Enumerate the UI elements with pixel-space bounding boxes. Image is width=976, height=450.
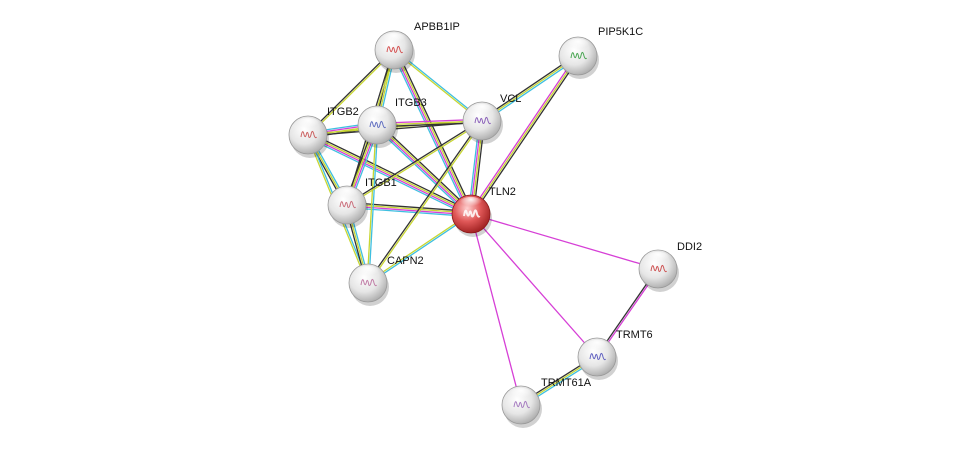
node-label: APBB1IP (414, 21, 460, 33)
edge-line-yellow (308, 50, 396, 137)
edge-line-black (366, 120, 482, 283)
edge-line-magenta (375, 125, 471, 216)
edge-line-magenta (307, 135, 471, 216)
edge-line-magenta (470, 213, 522, 406)
edge-line-black (308, 132, 473, 213)
node-highlight (382, 32, 406, 47)
edge-line-black (378, 122, 474, 213)
node-trmt61a[interactable]: TRMT61A (501, 377, 592, 428)
edge-line-cyan (306, 136, 471, 217)
edge-TLN2-CAPN2 (367, 212, 472, 285)
node-highlight (365, 107, 389, 122)
edge-TLN2-TRMT61A (470, 213, 522, 406)
node-apbb1ip[interactable]: APBB1IP (374, 21, 460, 73)
edge-line-black (347, 201, 472, 213)
node-label: DDI2 (677, 241, 702, 253)
node-vcl[interactable]: VCL (462, 93, 521, 144)
edge-line-black (306, 48, 394, 135)
edge-line-yellow (347, 121, 483, 207)
edge-line-black (395, 48, 474, 214)
node-tln2[interactable]: TLN2 (451, 186, 516, 237)
node-highlight (470, 103, 494, 118)
protein-structure-icon (339, 200, 357, 209)
protein-structure-icon (360, 278, 378, 287)
edge-line-yellow (394, 49, 473, 214)
node-highlight (585, 339, 609, 354)
edge-VCL-ITGB1 (346, 119, 483, 207)
edge-line-cyan (346, 206, 471, 218)
edge-line-yellow (347, 203, 472, 214)
node-label: TRMT61A (541, 377, 592, 389)
protein-structure-icon (386, 45, 404, 54)
edge-line-yellow (308, 133, 472, 214)
node-ddi2[interactable]: DDI2 (638, 241, 702, 292)
edge-TLN2-ITGB1 (346, 201, 472, 218)
node-highlight (509, 387, 533, 402)
node-capn2[interactable]: CAPN2 (348, 255, 424, 306)
edge-TLN2-ITGB2 (306, 132, 473, 217)
node-label: VCL (500, 93, 521, 105)
edge-line-cyan (374, 126, 470, 217)
protein-structure-icon (474, 116, 492, 125)
edge-APBB1IP-ITGB2 (306, 48, 396, 137)
node-highlight (356, 265, 380, 280)
protein-structure-icon (463, 209, 481, 218)
edge-line-magenta (346, 205, 471, 216)
edge-line-yellow (470, 55, 579, 215)
edge-line-yellow (368, 121, 484, 284)
protein-structure-icon (513, 400, 531, 409)
edge-line-magenta (470, 213, 659, 270)
node-highlight (296, 117, 320, 132)
edge-TLN2-ITGB3 (374, 122, 474, 217)
edge-TLN2-APBB1IP (391, 48, 474, 216)
node-highlight (566, 38, 590, 53)
edge-ITGB3-CAPN2 (366, 124, 379, 284)
protein-structure-icon (589, 352, 607, 361)
edge-line-black (346, 119, 482, 205)
edge-line-yellow (377, 123, 473, 214)
edge-line-cyan (368, 214, 472, 285)
edge-line-cyan (391, 50, 470, 216)
protein-structure-icon (300, 130, 318, 139)
edge-line-cyan (368, 125, 379, 284)
edge-line-magenta (392, 50, 471, 215)
edge-line-black (471, 56, 580, 216)
node-label: TRMT6 (616, 329, 653, 341)
node-itgb2[interactable]: ITGB2 (288, 106, 359, 158)
protein-structure-icon (570, 51, 588, 60)
node-pip5k1c[interactable]: PIP5K1C (558, 26, 643, 79)
edge-TLN2-TRMT6 (470, 213, 598, 358)
nodes-layer: APBB1IP PIP5K1C ITGB2 ITGB3 VCL ITGB1TLN2CAPN… (288, 21, 702, 428)
edge-TLN2-PIP5K1C (469, 54, 580, 216)
node-label: ITGB2 (327, 106, 359, 118)
edge-line-magenta (470, 213, 598, 358)
node-highlight (459, 196, 483, 211)
node-label: PIP5K1C (598, 26, 643, 38)
protein-structure-icon (650, 264, 668, 273)
node-itgb3[interactable]: ITGB3 (357, 97, 427, 148)
node-itgb1[interactable]: ITGB1 (327, 177, 397, 228)
node-label: TLN2 (489, 186, 516, 198)
edge-line-yellow (366, 124, 377, 283)
node-highlight (646, 251, 670, 266)
edge-TLN2-DDI2 (470, 213, 659, 270)
node-trmt6[interactable]: TRMT6 (577, 329, 653, 380)
edge-line-magenta (469, 54, 578, 214)
protein-structure-icon (369, 120, 387, 129)
node-highlight (335, 187, 359, 202)
node-label: CAPN2 (387, 255, 424, 267)
edge-VCL-CAPN2 (366, 120, 484, 284)
edge-line-yellow (367, 212, 471, 283)
node-label: ITGB1 (365, 177, 397, 189)
node-label: ITGB3 (395, 97, 427, 109)
